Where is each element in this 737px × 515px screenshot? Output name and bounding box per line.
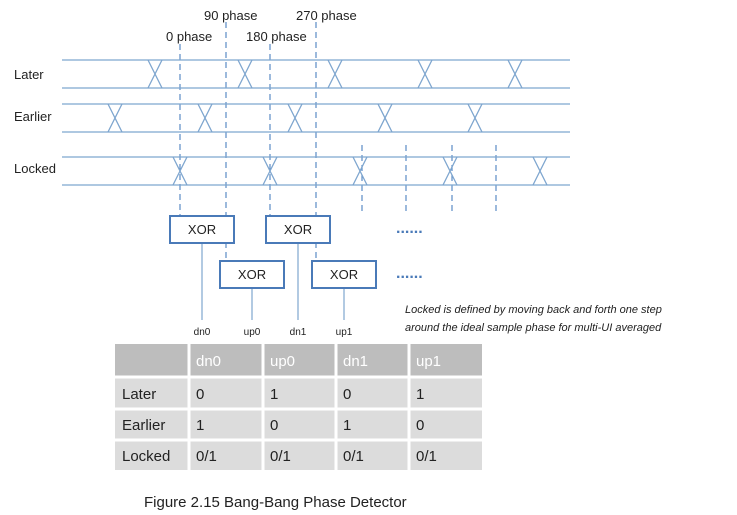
table-cell: 0/1 [270, 448, 291, 465]
table-header-up1: up1 [416, 353, 441, 370]
data-transition [147, 59, 163, 89]
data-transition [237, 59, 253, 89]
note-line-1: Locked is defined by moving back and for… [405, 304, 662, 316]
data-transition [417, 59, 433, 89]
signal-label-up1: up1 [336, 327, 353, 338]
data-transition [377, 103, 393, 133]
table-cell: 1 [196, 417, 204, 434]
table-cell: 0/1 [196, 448, 217, 465]
table-cell: 0 [416, 417, 424, 434]
row-label-earlier: Earlier [14, 109, 52, 124]
waveform-locked [62, 156, 570, 186]
xor-gate-1: XOR [169, 215, 235, 244]
row-label-later: Later [14, 67, 44, 82]
note-line-2: around the ideal sample phase for multi-… [405, 322, 662, 334]
table-cell: 0 [343, 386, 351, 403]
phase-label-90: 90 phase [204, 8, 258, 23]
table-cell: 1 [343, 417, 351, 434]
phase-label-180: 180 phase [246, 29, 307, 44]
xor-gate-2: XOR [219, 260, 285, 289]
table-cell: Locked [122, 448, 170, 465]
xor-gate-4: XOR [311, 260, 377, 289]
table-cell: 0 [196, 386, 204, 403]
row-label-locked: Locked [14, 161, 56, 176]
signal-label-dn1: dn1 [290, 327, 307, 338]
table-header-bg [115, 344, 482, 377]
data-transition [327, 59, 343, 89]
data-transition [172, 156, 188, 186]
phase-label-0: 0 phase [166, 29, 212, 44]
data-transition [107, 103, 123, 133]
xor-label: XOR [284, 222, 312, 237]
waveform-rows [62, 59, 570, 186]
table-header-dn1: dn1 [343, 353, 368, 370]
table-row-bg [115, 409, 482, 440]
data-transition [442, 156, 458, 186]
figure-caption: Figure 2.15 Bang-Bang Phase Detector [144, 494, 407, 511]
table-cell: Earlier [122, 417, 165, 434]
signal-label-dn0: dn0 [194, 327, 211, 338]
table-cell: 0/1 [416, 448, 437, 465]
signal-label-up0: up0 [244, 327, 261, 338]
table-cell: Later [122, 386, 156, 403]
table-cell: 0 [270, 417, 278, 434]
waveform-earlier [62, 103, 570, 133]
ellipsis-lower: ...... [396, 265, 423, 282]
data-transition [262, 156, 278, 186]
xor-label: XOR [330, 267, 358, 282]
output-wires [201, 243, 345, 320]
table-row-bg [115, 377, 482, 409]
data-transition [287, 103, 303, 133]
table-cell: 0/1 [343, 448, 364, 465]
xor-label: XOR [238, 267, 266, 282]
data-transition [532, 156, 548, 186]
ellipsis-upper: ...... [396, 220, 423, 237]
table-header-dn0: dn0 [196, 353, 221, 370]
phase-label-270: 270 phase [296, 8, 357, 23]
xor-gate-3: XOR [265, 215, 331, 244]
data-transition [352, 156, 368, 186]
data-transition [507, 59, 523, 89]
table-header-up0: up0 [270, 353, 295, 370]
table-cell: 1 [270, 386, 278, 403]
data-transition [467, 103, 483, 133]
truth-table: dn0 up0 dn1 up1 Later 0 1 0 1 Earlier 1 … [115, 344, 482, 470]
table-cell: 1 [416, 386, 424, 403]
xor-label: XOR [188, 222, 216, 237]
data-transition [197, 103, 213, 133]
table-row-bg [115, 440, 482, 470]
waveform-later [62, 59, 570, 89]
